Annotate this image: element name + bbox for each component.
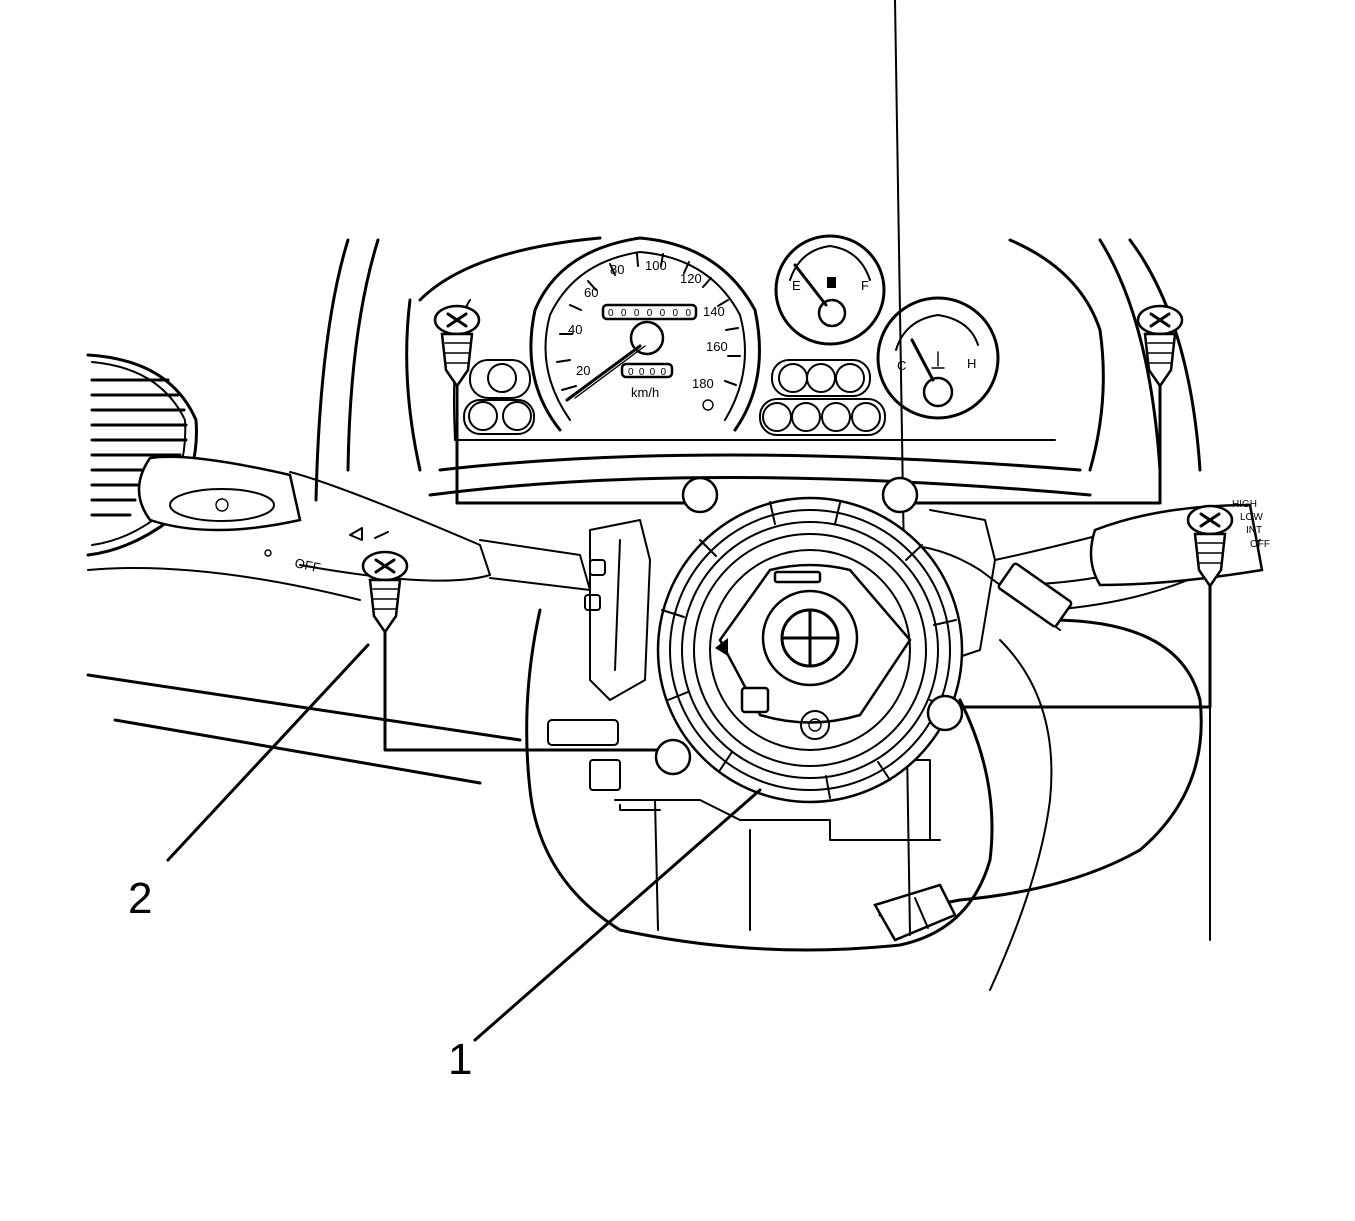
clockspring-connector <box>997 562 1073 628</box>
callout-1-leader <box>473 788 762 1042</box>
callout-2-leader <box>166 643 370 862</box>
screw-right <box>1186 504 1234 589</box>
speed-tick-120: 120 <box>680 271 702 286</box>
screw-leader-lines <box>383 368 1212 776</box>
callout-2-label: 2 <box>128 874 152 923</box>
wiring-harness <box>819 0 1203 991</box>
temperature-gauge: C H <box>876 296 1000 420</box>
callout-1: 1 <box>448 788 762 1084</box>
headlamp-icon <box>215 498 229 512</box>
fuel-empty-label: E <box>792 278 801 293</box>
coolant-temp-icon <box>931 351 945 369</box>
screw-top-right <box>1136 304 1184 389</box>
wiper-off-label: OFF <box>1250 539 1270 550</box>
screw-top-left <box>433 304 481 389</box>
speed-tick-180: 180 <box>692 376 714 391</box>
harness-plug <box>873 883 957 942</box>
speed-tick-100: 100 <box>645 258 667 273</box>
left-switch-off-label: OFF <box>293 555 322 575</box>
temp-hot-label: H <box>967 356 976 371</box>
turn-signal-arrows-icon <box>349 527 389 541</box>
fuel-gauge: E F <box>774 234 886 346</box>
speed-unit: km/h <box>631 385 659 400</box>
fuel-pump-icon <box>827 277 836 288</box>
left-combination-switch: OFF <box>137 455 591 591</box>
dashboard-trim-lines <box>86 539 1261 941</box>
wiper-int-label: INT <box>1246 525 1262 536</box>
alignment-arrow-icon <box>715 638 728 656</box>
instrument-cluster-housing <box>314 236 1202 502</box>
speed-tick-60: 60 <box>584 285 598 300</box>
speedometer: 20 40 60 80 100 120 140 160 180 0000000 … <box>529 236 761 432</box>
speed-tick-140: 140 <box>703 304 725 319</box>
wiper-high-label: HIGH <box>1232 499 1257 510</box>
wiper-low-label: LOW <box>1240 512 1263 523</box>
speed-tick-160: 160 <box>706 339 728 354</box>
clock-spring <box>656 496 964 804</box>
odometer-display <box>601 303 698 321</box>
odometer-reading: 0000000 <box>608 308 691 319</box>
trip-display <box>620 362 674 379</box>
speed-tick-20: 20 <box>576 363 590 378</box>
fuel-full-label: F <box>861 278 869 293</box>
speed-tick-40: 40 <box>568 322 582 337</box>
speed-tick-80: 80 <box>610 262 624 277</box>
screw-left-callout-2 <box>361 550 409 635</box>
callout-1-label: 1 <box>448 1035 472 1084</box>
warning-lamps <box>463 359 886 436</box>
callout-2: 2 <box>128 643 370 923</box>
